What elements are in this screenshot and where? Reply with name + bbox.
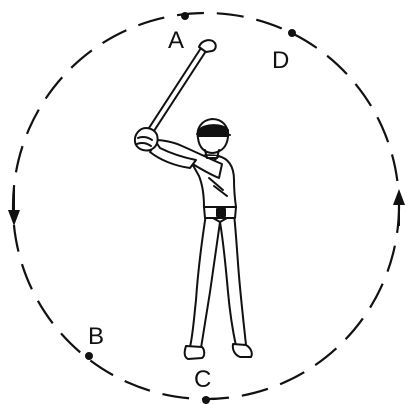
golfer-backswing-icon — [135, 40, 252, 359]
point-d-dot — [288, 29, 296, 37]
point-c-dot — [202, 396, 210, 404]
arrow-up-right-icon — [393, 189, 405, 226]
point-d-label: D — [272, 47, 289, 74]
point-c-label: C — [194, 366, 211, 393]
arrow-down-left-icon — [8, 186, 20, 226]
point-b-label: B — [88, 323, 104, 350]
point-a-dot — [181, 12, 189, 20]
point-a-label: A — [168, 27, 184, 54]
point-b-dot — [85, 352, 93, 360]
